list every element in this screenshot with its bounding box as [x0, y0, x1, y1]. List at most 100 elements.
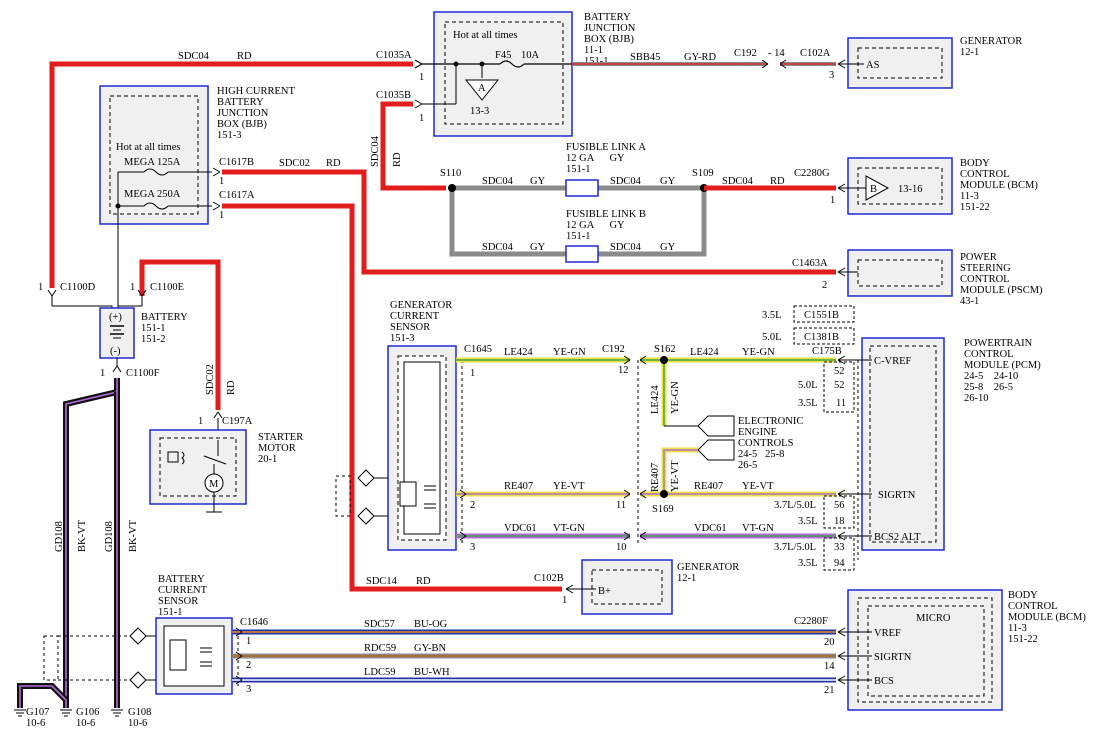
battery-area: C1100D 1 C1100E 1 (+) (-) BATTERY 151-1 …	[38, 206, 237, 410]
wire-color: VT-GN	[553, 523, 585, 534]
wire-color: GY	[660, 242, 676, 253]
bcs-title-1: BATTERY	[158, 574, 205, 585]
connector-c192: C192	[734, 48, 757, 59]
generator-bottom-title: GENERATOR	[677, 562, 739, 573]
pin-number: 12	[618, 365, 629, 376]
bcm-top-title-1: BODY	[960, 158, 990, 169]
fusible-link-a-title: FUSIBLE LINK A	[566, 142, 646, 153]
wire-label: VDC61	[504, 523, 537, 534]
bcs-title-2: CURRENT	[158, 585, 208, 596]
wire-color: RD	[237, 51, 252, 62]
pcm-ref-3: 26-10	[964, 393, 989, 404]
pcm-sigrtn-label: SIGRTN	[878, 490, 916, 501]
wire-label: SDC04	[482, 242, 514, 253]
battery-title: BATTERY	[141, 312, 188, 323]
pin-number: 1	[38, 282, 43, 293]
connector-c102a: C102A	[800, 48, 831, 59]
variant-label: 3.5L	[798, 558, 818, 569]
battery-positive: (+)	[109, 312, 122, 323]
mega-250a-label: MEGA 250A	[124, 189, 181, 200]
ground-g106: G106	[76, 707, 99, 718]
gcs-title-1: GENERATOR	[390, 300, 452, 311]
wire-rdc59: RDC59 GY-BN	[232, 643, 846, 661]
fuse-amps: 10A	[521, 50, 540, 61]
pin-number: 18	[834, 516, 845, 527]
connector-c1617a: C1617A	[219, 190, 255, 201]
bjb-box: Hot at all times F45 10A A 13-3	[422, 11, 573, 137]
mega-125a-label: MEGA 125A	[124, 157, 181, 168]
eec-ref-1: 24-5 25-8	[738, 449, 784, 460]
pcm-title-2: CONTROL	[964, 349, 1014, 360]
pcm-box: C-VREF SIGRTN BCS2 ALT	[838, 337, 945, 551]
pin-number: 2	[470, 500, 475, 511]
pin-number: 2	[246, 660, 251, 671]
connector-c102b: C102B	[534, 573, 564, 584]
bcs-ref: 151-1	[158, 607, 183, 618]
wire-color: YE-GN	[670, 381, 681, 414]
connector-c1381b: C1381B	[804, 332, 839, 343]
wire-bcm-top: SDC04 RD C2280G 1	[704, 168, 846, 206]
wire-color: GY	[530, 176, 546, 187]
hcbjb-title-2: BATTERY	[217, 97, 264, 108]
ground-diamond-icon	[129, 627, 147, 645]
wire-label: RE407	[694, 481, 723, 492]
pin-number: 20	[824, 637, 835, 648]
bcm-bottom-title-1: BODY	[1008, 590, 1038, 601]
bjb-hot-label: Hot at all times	[453, 30, 517, 41]
pin-number: 3	[829, 70, 834, 81]
connector-c192: C192	[602, 344, 625, 355]
fuse-icon	[499, 60, 525, 68]
connector-c1100f: C1100F	[126, 368, 160, 379]
solenoid-icon	[167, 451, 179, 463]
pin-number: 52	[834, 380, 845, 391]
wire-le424: LE424 YE-GN C192 12 S162 LE424 YE-GN LE4…	[456, 344, 836, 427]
bcm-top-title-2: CONTROL	[960, 169, 1010, 180]
wire-label: RDC59	[364, 643, 396, 654]
pscm-box	[838, 249, 953, 297]
variant-label: 3.5L	[798, 516, 818, 527]
wire-sdc02-pscm: SDC02 RD C1463A 2	[222, 158, 846, 291]
ground-icon	[60, 709, 72, 717]
bcm-top-title-3: MODULE (BCM)	[960, 180, 1038, 191]
bcm-top-ref: 13-16	[898, 184, 923, 195]
pin-number: 1	[562, 595, 567, 606]
generator-bplus-label: B+	[598, 586, 611, 597]
wire-color: GY-BN	[414, 643, 447, 654]
wire-color: YE-VT	[553, 481, 585, 492]
fuse-f45: F45	[495, 50, 511, 61]
wire-label: SDC02	[205, 364, 216, 395]
splice-s169: S169	[652, 504, 674, 515]
pin-number: - 14	[768, 48, 785, 59]
pin-number: 1	[419, 113, 424, 124]
gcs-title-3: SENSOR	[390, 322, 430, 333]
bjb-loc: 151-1	[584, 56, 609, 67]
pcm-connector-labels: 3.5L C1551B 5.0L C1381B C175B 52 5.0L 52…	[762, 305, 855, 571]
bjb-title-1: BATTERY	[584, 12, 631, 23]
fusible-link-b-gauge: 12 GA GY	[566, 220, 625, 231]
bjb-ref: 13-3	[470, 106, 489, 117]
wire-label: SDC14	[366, 576, 398, 587]
wire-color: GY	[530, 242, 546, 253]
pcm-cvref-label: C-VREF	[874, 356, 912, 367]
wire-sdc14: SDC14 RD C102B 1	[222, 203, 574, 606]
generator-bottom-ref: 12-1	[677, 573, 696, 584]
pin-number: 1	[130, 282, 135, 293]
ground-ref: 10-6	[76, 718, 95, 729]
bcm-bottom-title-3: MODULE (BCM)	[1008, 612, 1086, 623]
fusible-link-a-ref: 151-1	[566, 164, 591, 175]
wire-ldc59: LDC59 BU-WH	[232, 667, 846, 685]
pin-number: 33	[834, 542, 845, 553]
wire-label: SBB45	[630, 52, 660, 63]
pcm-ref-2: 25-8 26-5	[964, 382, 1013, 393]
pin-number: 11	[836, 398, 846, 409]
wire-color: BK-VT	[77, 519, 88, 552]
pin-number: 56	[834, 500, 845, 511]
pin-number: 1	[198, 416, 203, 427]
fusible-links: S110 S109 SDC04 GY SDC04 GY SDC04 GY SDC…	[440, 142, 714, 263]
variant-label: 5.0L	[798, 380, 818, 391]
starter-motor: 1 C197A M	[149, 411, 253, 513]
eec-title-2: ENGINE	[738, 427, 777, 438]
bcm-vref-label: VREF	[874, 628, 901, 639]
connector-c1617b: C1617B	[219, 157, 254, 168]
bcm-micro-label: MICRO	[916, 613, 951, 624]
